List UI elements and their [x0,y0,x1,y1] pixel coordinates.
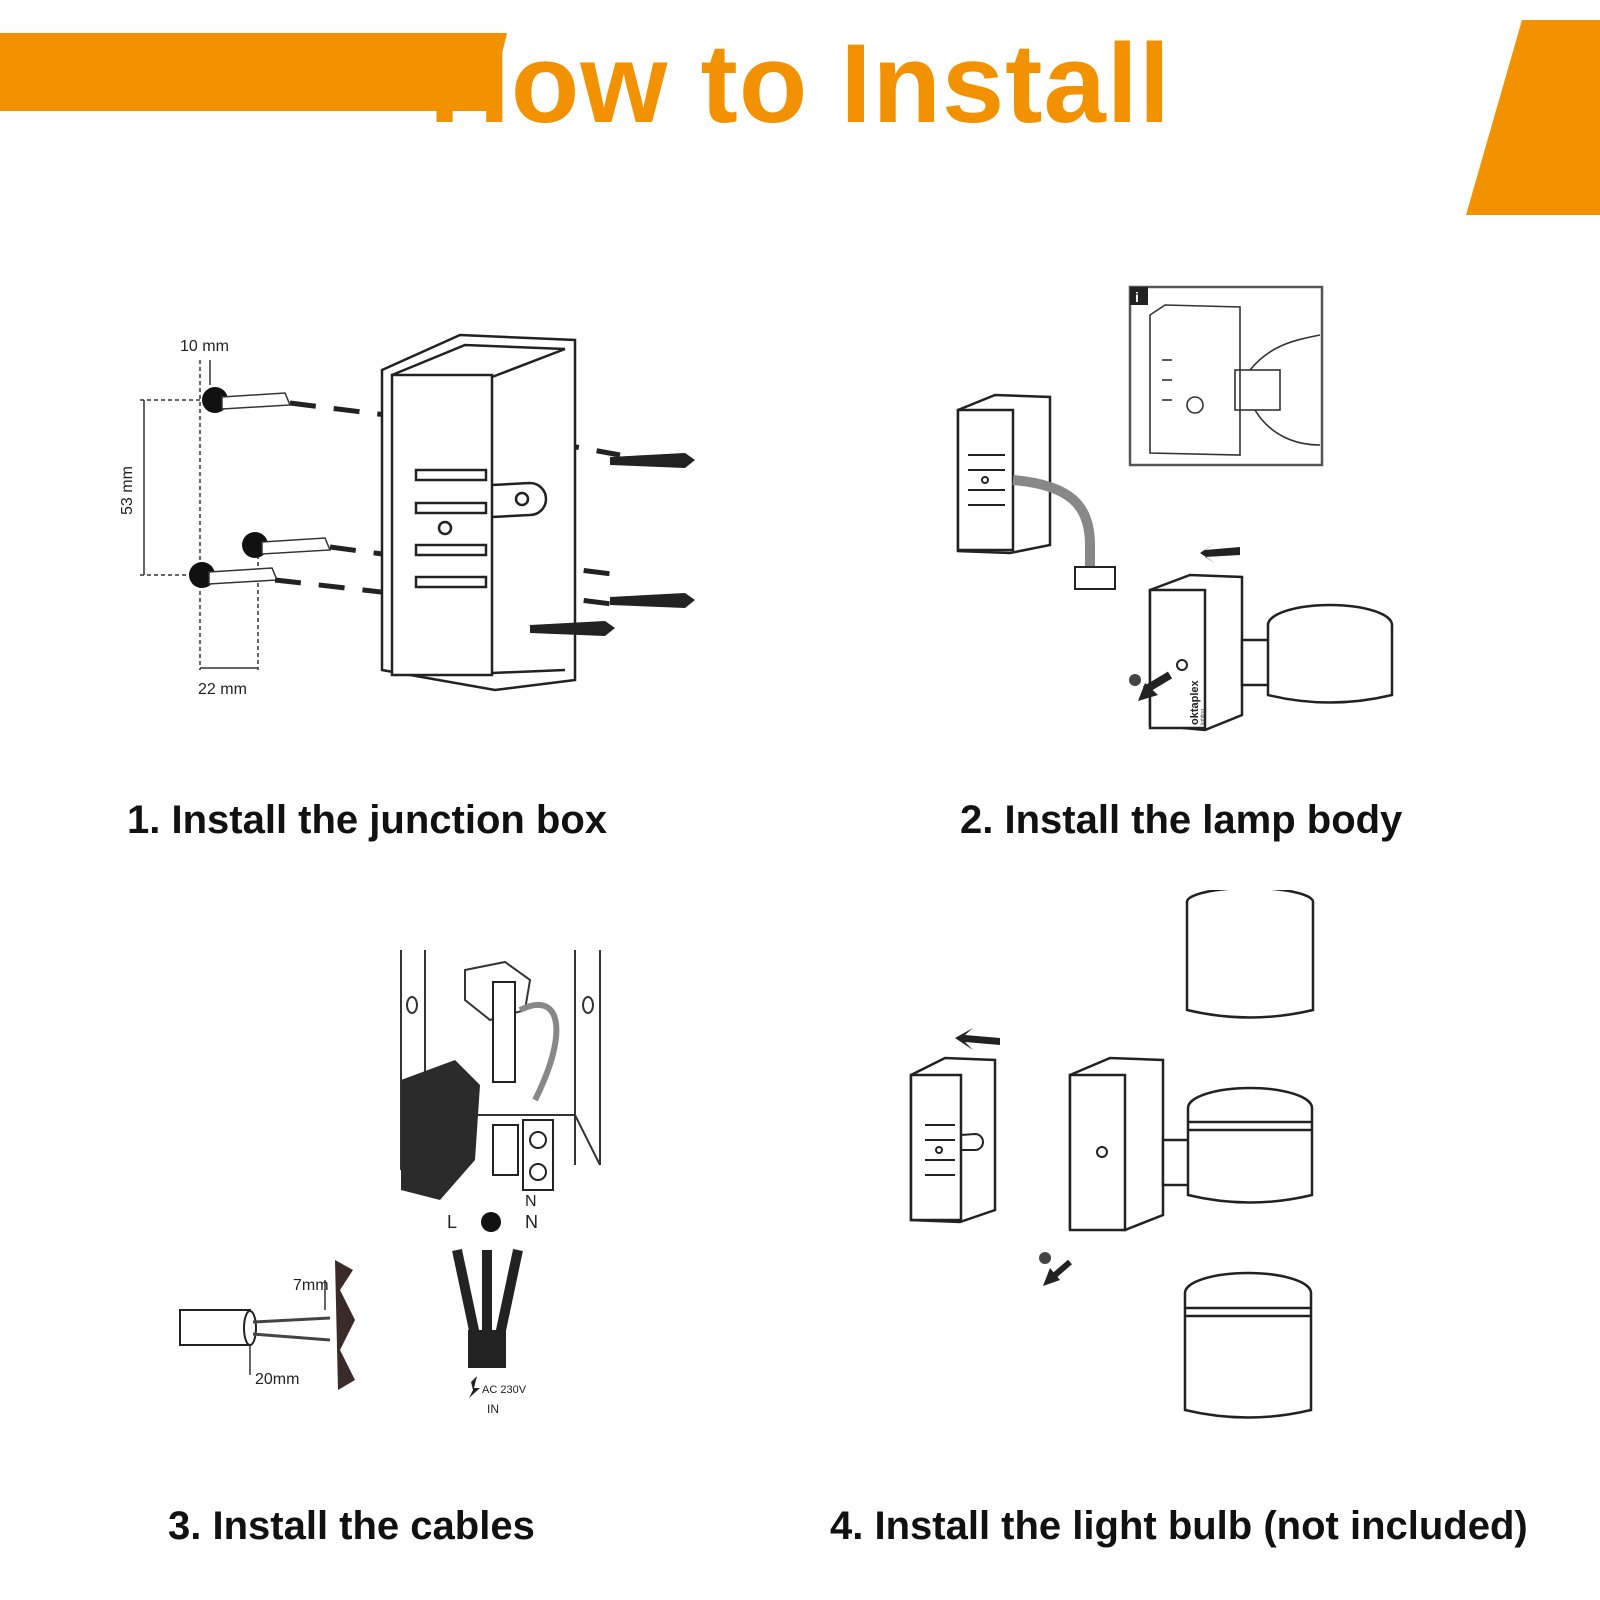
strip-20mm-label: 20mm [255,1371,299,1388]
header-band-right [1466,20,1600,215]
step-3-caption: 3. Install the cables [168,1504,535,1548]
info-badge [1130,287,1148,305]
brand-sub-text: lighting [1200,709,1206,725]
lightning-icon [469,1376,480,1398]
info-badge-label: i [1135,289,1139,305]
live-label: L [447,1212,457,1232]
diagram-light-bulb [909,890,1315,1419]
diagram-junction-box: 10 mm 53 mm 22 mm [119,333,695,698]
step-4-caption: 4. Install the light bulb (not included) [830,1504,1528,1548]
step-1-caption: 1. Install the junction box [127,798,608,842]
step-2-caption: 2. Install the lamp body [960,798,1403,842]
dim-22mm-label: 22 mm [198,681,247,698]
header-band-left [0,33,507,111]
page-title: How to Install [429,21,1171,146]
strip-7mm-label: 7mm [293,1277,329,1294]
neutral-label: N [525,1212,538,1232]
brand-logo-text: oktaplex [1189,679,1201,725]
input-label: IN [487,1402,499,1416]
supply-voltage-label: AC 230V [482,1384,527,1396]
terminal-n-label: N [525,1193,537,1210]
diagram-cables: N L N AC 230V IN 7mm 20mm [179,950,601,1416]
diagram-lamp-body: i oktaplex lighting [956,285,1394,732]
dim-10mm-label: 10 mm [180,338,229,355]
dim-53mm-label: 53 mm [119,466,136,515]
earth-symbol [481,1212,501,1232]
